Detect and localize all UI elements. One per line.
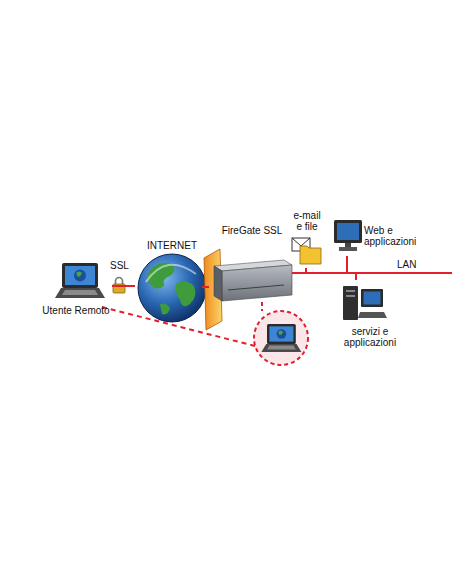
network-link — [202, 286, 209, 288]
node-label: Utente Remoto — [42, 305, 109, 316]
laptop-icon — [55, 263, 105, 298]
web-server-node: Web e applicazioni — [332, 216, 420, 256]
network-link — [112, 285, 135, 287]
network-link — [292, 256, 347, 273]
protocol-label: SSL — [109, 260, 130, 271]
network-label: LAN — [396, 259, 417, 270]
node-label: FireGate SSL — [222, 225, 283, 236]
remote-user-node: Utente Remoto — [40, 258, 112, 316]
node-label: servizi e applicazioni — [338, 326, 402, 348]
network-link — [292, 273, 356, 280]
service-server-node: servizi e applicazioni — [336, 280, 404, 348]
internet-node: INTERNET — [135, 240, 209, 324]
node-label: Web e applicazioni — [364, 225, 420, 247]
node-label: e-mail e file — [291, 210, 324, 232]
mail-file-node: e-mail e file — [289, 210, 325, 268]
node-label: INTERNET — [147, 240, 197, 251]
firewall-node: FireGate SSL — [202, 225, 292, 330]
